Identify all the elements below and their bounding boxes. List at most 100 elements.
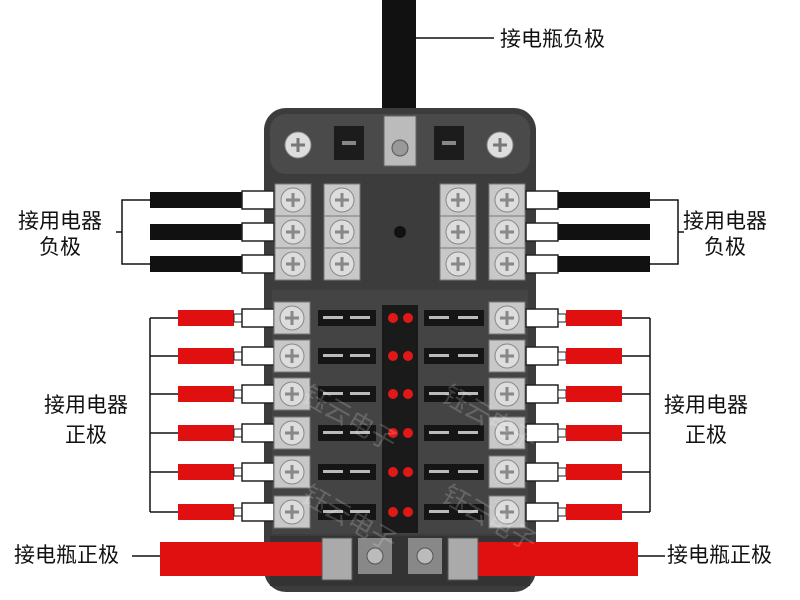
positive-terminal-right xyxy=(488,301,526,335)
negative-bus-terminal-left xyxy=(323,215,361,249)
positive-terminal-left xyxy=(273,495,311,529)
load-positive-wire-right xyxy=(566,386,622,402)
wire-crimp-right xyxy=(557,428,567,438)
negative-terminal-right xyxy=(488,183,526,217)
label-battery-positive-right: 接电瓶正极 xyxy=(667,543,772,567)
label-line: 正极 xyxy=(685,423,727,447)
label-battery-positive-left: 接电瓶正极 xyxy=(14,543,119,567)
minus-mark-right xyxy=(434,126,464,160)
fuse-blade xyxy=(429,392,449,395)
fuse-blade xyxy=(458,470,478,473)
ring-connector-left xyxy=(241,222,275,242)
fuse-slot-left xyxy=(318,504,376,520)
label-line: 负极 xyxy=(39,235,81,259)
label-line: 负极 xyxy=(704,235,746,259)
bracket-load-negative-right xyxy=(650,199,684,265)
label-battery-negative: 接电瓶负极 xyxy=(500,27,605,51)
wire-crimp-left xyxy=(233,507,243,517)
fuse-blade xyxy=(323,510,343,513)
led-indicator xyxy=(403,507,413,517)
load-positive-wire-right xyxy=(566,348,622,364)
load-positive-wire-right xyxy=(566,425,622,441)
wire-crimp-left xyxy=(233,428,243,438)
label-line: 接用电器 xyxy=(664,393,748,417)
ring-connector-right xyxy=(525,222,559,242)
ring-connector-left xyxy=(241,502,275,522)
positive-terminal-right xyxy=(488,339,526,373)
led-indicator xyxy=(388,428,398,438)
screw-cross xyxy=(335,257,349,271)
ring-connector-left xyxy=(241,190,275,210)
wire-crimp-left xyxy=(233,389,243,399)
load-positive-wire-left xyxy=(178,464,234,480)
fuse-slot-right xyxy=(424,310,484,326)
fuse-slot-right xyxy=(424,504,484,520)
wire-crimp-right xyxy=(557,313,567,323)
screw-cross xyxy=(335,225,349,239)
load-positive-wire-left xyxy=(178,348,234,364)
wire-crimp-right xyxy=(557,507,567,517)
positive-terminal-right xyxy=(488,495,526,529)
screw-cross xyxy=(286,257,300,271)
load-negative-wire-right xyxy=(558,192,650,208)
screw-cross xyxy=(500,311,514,325)
ring-connector-left xyxy=(241,254,275,274)
label-line: 接用电器 xyxy=(683,209,767,233)
negative-bus-terminal-right xyxy=(439,247,477,281)
ring-connector-left xyxy=(241,462,275,482)
load-positive-wire-left xyxy=(178,386,234,402)
fuse-blade xyxy=(323,392,343,395)
negative-terminal-left xyxy=(274,247,312,281)
fuse-blade xyxy=(323,470,343,473)
led-indicator xyxy=(403,351,413,361)
screw-cross xyxy=(500,465,514,479)
ring-connector-right xyxy=(525,254,559,274)
fuse-blade xyxy=(350,316,370,319)
fuse-blade xyxy=(429,354,449,357)
mounting-hole xyxy=(394,226,406,238)
led-indicator xyxy=(403,428,413,438)
wire-crimp-right xyxy=(557,389,567,399)
fuse-slot-left xyxy=(318,425,376,441)
fuse-blade xyxy=(323,316,343,319)
positive-terminal-left xyxy=(273,339,311,373)
led-indicator xyxy=(388,507,398,517)
screw-cross xyxy=(285,465,299,479)
load-positive-wire-left xyxy=(178,504,234,520)
positive-terminal-left xyxy=(273,416,311,450)
ring-connector-left xyxy=(241,423,275,443)
led-indicator xyxy=(403,467,413,477)
load-negative-wire-left xyxy=(150,224,242,240)
negative-terminal-right xyxy=(488,215,526,249)
screw-cross xyxy=(335,193,349,207)
load-positive-wire-right xyxy=(566,310,622,326)
fuse-blade xyxy=(458,316,478,319)
screw-cross xyxy=(451,193,465,207)
battery-positive-lug-right xyxy=(447,537,479,581)
label-load-negative-right: 接用电器 负极 xyxy=(683,208,767,260)
negative-bus-terminal-left xyxy=(323,247,361,281)
screw-cross xyxy=(285,387,299,401)
led-indicator xyxy=(388,313,398,323)
screw-cross xyxy=(500,257,514,271)
led-indicator xyxy=(388,467,398,477)
fuse-slot-left xyxy=(318,310,376,326)
fuse-blade xyxy=(458,431,478,434)
wire-crimp-left xyxy=(233,467,243,477)
fuse-blade xyxy=(350,431,370,434)
led-indicator xyxy=(403,389,413,399)
positive-terminal-right xyxy=(488,455,526,489)
screw-cross xyxy=(285,311,299,325)
battery-positive-lug-left xyxy=(321,537,353,581)
battery-negative-stud xyxy=(383,115,417,167)
load-positive-wire-left xyxy=(178,425,234,441)
fuse-blade xyxy=(429,470,449,473)
load-positive-wire-right xyxy=(566,504,622,520)
battery-positive-stud-left xyxy=(358,538,392,574)
negative-terminal-right xyxy=(488,247,526,281)
battery-negative-cable xyxy=(382,0,416,120)
led-indicator-strip xyxy=(382,305,418,533)
positive-terminal-left xyxy=(273,455,311,489)
battery-positive-stud-right xyxy=(408,538,442,574)
